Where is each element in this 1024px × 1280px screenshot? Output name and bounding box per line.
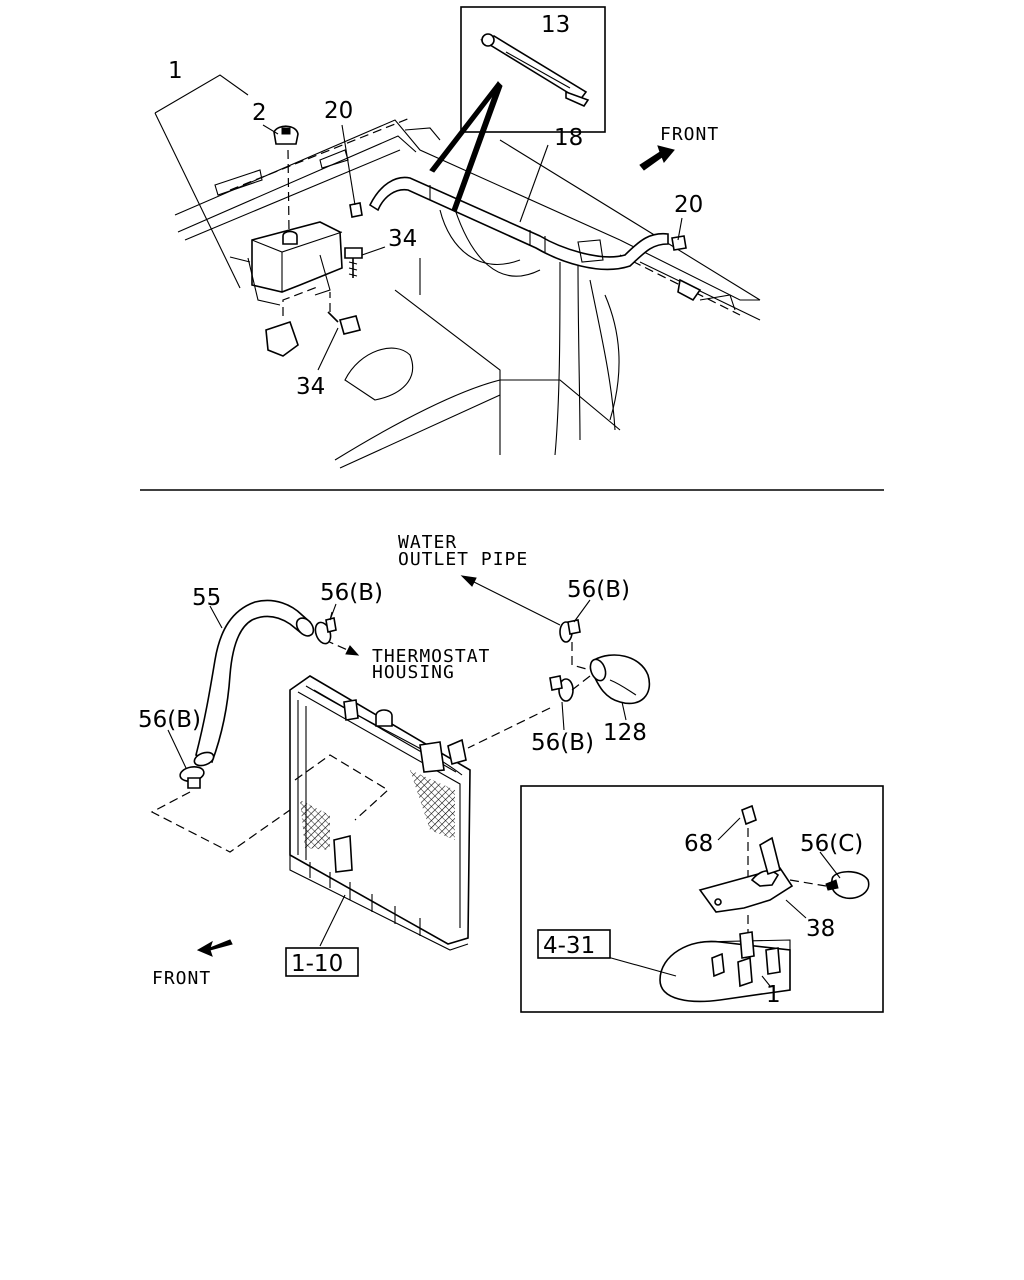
hose-clip-right bbox=[671, 235, 702, 302]
callout-harness-bracket: 13 bbox=[541, 12, 570, 38]
callout-engine-ref: 4-31 bbox=[543, 933, 595, 959]
overflow-hose bbox=[368, 176, 669, 271]
front-arrow-bottom bbox=[196, 939, 233, 957]
reservoir-cap bbox=[273, 125, 299, 233]
clamp-top bbox=[314, 611, 337, 645]
callout-engine-mount: 1 bbox=[766, 982, 781, 1008]
bolt-upper bbox=[344, 247, 363, 278]
radiator bbox=[289, 675, 471, 951]
callout-clamp-top: 56(B) bbox=[320, 580, 383, 606]
callout-cap: 2 bbox=[252, 100, 267, 126]
callout-outlet-hose: 128 bbox=[603, 720, 647, 746]
engine-ref-box bbox=[537, 929, 611, 959]
direction-arrows bbox=[324, 575, 561, 656]
callout-nut: 68 bbox=[684, 831, 713, 857]
front-label-bottom: FRONT bbox=[152, 968, 211, 989]
radiator-ref-box bbox=[285, 947, 359, 977]
clamp-right-top bbox=[559, 619, 591, 671]
reservoir-tank bbox=[229, 221, 343, 306]
front-arrow-top bbox=[639, 145, 675, 171]
upper-radiator-hose bbox=[193, 599, 315, 767]
callout-clamp-right-top: 56(B) bbox=[567, 577, 630, 603]
bolt-lower bbox=[327, 292, 361, 335]
thermostat-label-line2: HOUSING bbox=[372, 662, 455, 683]
callout-bolt-upper: 34 bbox=[388, 226, 417, 252]
callout-upper-hose: 55 bbox=[192, 585, 221, 611]
callout-clip-left: 20 bbox=[324, 98, 353, 124]
callout-clamp-left: 56(B) bbox=[138, 707, 201, 733]
bottom-leader-lines bbox=[167, 599, 627, 947]
top-leader-lines bbox=[154, 74, 683, 371]
front-label-top: FRONT bbox=[660, 124, 719, 145]
hose-clip-left bbox=[349, 202, 363, 218]
callout-clamp-c: 56(C) bbox=[800, 831, 863, 857]
outlet-hose bbox=[571, 654, 651, 705]
top-panel: 1 2 13 18 20 20 34 34 FRONT bbox=[154, 6, 761, 469]
reservoir-mount-bracket bbox=[265, 285, 321, 357]
nut-part bbox=[741, 804, 757, 826]
callout-reservoir-assy: 1 bbox=[168, 58, 183, 84]
water-outlet-label-line2: OUTLET PIPE bbox=[398, 549, 528, 570]
vehicle-frame-outline bbox=[174, 117, 761, 469]
lower-routing-line bbox=[150, 791, 291, 853]
callout-clip-right: 20 bbox=[674, 192, 703, 218]
callout-bracket: 38 bbox=[806, 916, 835, 942]
callout-radiator-ref: 1-10 bbox=[291, 951, 343, 977]
hose-routing-line bbox=[467, 707, 551, 749]
water-outlet-label-line1: WATER bbox=[398, 532, 457, 553]
callout-clamp-right-bottom: 56(B) bbox=[531, 730, 594, 756]
clamp-left bbox=[179, 765, 205, 789]
thermostat-label-line1: THERMOSTAT bbox=[372, 646, 490, 667]
clamp-right-bottom bbox=[549, 675, 574, 702]
harness-bracket-inset bbox=[429, 6, 606, 213]
callout-hose: 18 bbox=[554, 125, 583, 151]
bottom-panel: WATER OUTLET PIPE THERMOSTAT HOUSING bbox=[138, 532, 884, 1013]
engine-mount-inset: 68 56(C) 38 4-31 1 bbox=[520, 785, 884, 1013]
callout-bolt-lower: 34 bbox=[296, 374, 325, 400]
